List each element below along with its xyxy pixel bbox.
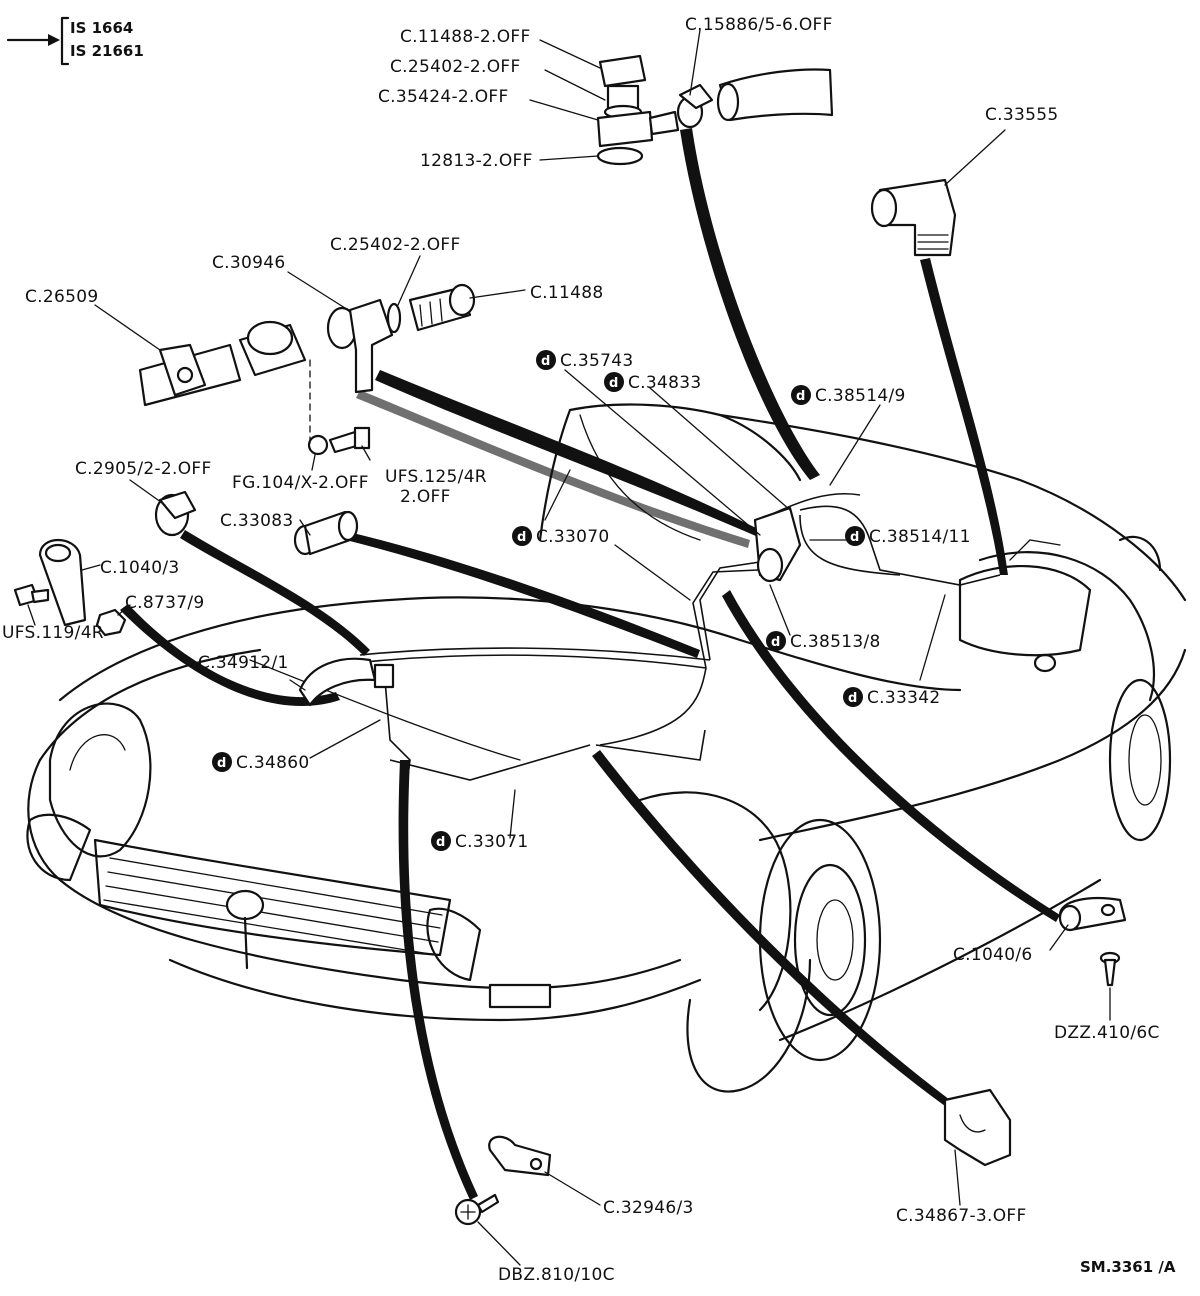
label-c15886: C.15886/5-6.OFF [685,15,833,35]
label-12813-2off: 12813-2.OFF [420,151,533,171]
retaining-clip [943,1088,1012,1167]
banjo-bolt-top [596,54,680,166]
marker-glyph: d [850,530,859,545]
marker-c33070: d [512,526,532,546]
label-ufs125-line2: 2.OFF [400,487,451,507]
label-c35743: C.35743 [560,351,633,371]
pipe-junction [298,657,395,707]
marker-glyph: d [517,530,526,545]
p-clip-left [38,539,87,627]
label-c1040-3: C.1040/3 [100,558,179,578]
screw-dzz [1099,951,1121,987]
label-fg104: FG.104/X-2.OFF [232,473,369,493]
label-c1040-6: C.1040/6 [953,945,1032,965]
label-c38514-11: C.38514/11 [869,527,971,547]
marker-glyph: d [436,835,445,850]
marker-c34860: d [212,752,232,772]
hose-clip [154,490,197,537]
pipe-clip [488,1135,552,1177]
label-c11488: C.11488 [530,283,603,303]
marker-c34833: d [604,372,624,392]
label-c34833: C.34833 [628,373,701,393]
marker-c38514-9: d [791,385,811,405]
label-c8737-9: C.8737/9 [125,593,204,613]
standard-is1664: IS 1664 [70,19,133,37]
label-dbz810: DBZ.810/10C [498,1265,615,1285]
screw-dbz [454,1193,500,1226]
marker-glyph: d [771,635,780,650]
marker-c38514-11: d [845,526,865,546]
label-c38513-8: C.38513/8 [790,632,881,652]
standards-box: IS 1664 IS 21661 [6,16,144,66]
elbow-connector [870,178,957,257]
banjo-union [326,283,476,394]
bolt-ufs119 [13,583,50,607]
leader-lines [27,29,1111,1266]
drawing-number: SM.3361 /A [1080,1258,1176,1276]
label-c32946-3: C.32946/3 [603,1198,694,1218]
marker-glyph: d [217,756,226,771]
hose-clip-top [676,83,714,129]
marker-c38513-8: d [766,631,786,651]
marker-c33071: d [431,831,451,851]
part-labels: C.11488-2.OFF C.25402-2.OFF C.35424-2.OF… [2,15,1160,1285]
flange-pipe [138,320,307,407]
label-c2905: C.2905/2-2.OFF [75,459,212,479]
car-body [26,403,1187,1093]
label-c25402-2off-mid: C.25402-2.OFF [330,235,461,255]
label-ufs119: UFS.119/4R [2,623,104,643]
marker-c33342: d [843,687,863,707]
label-c25402-2off-top: C.25402-2.OFF [390,57,521,77]
adaptor [293,510,359,556]
label-c33083: C.33083 [220,511,293,531]
label-c33555: C.33555 [985,105,1058,125]
marker-c35743: d [536,350,556,370]
marker-glyph: d [541,354,550,369]
marker-glyph: d [609,376,618,391]
label-c11488-2off: C.11488-2.OFF [400,27,531,47]
label-c34860: C.34860 [236,753,309,773]
marker-glyph: d [848,691,857,706]
label-c34867: C.34867-3.OFF [896,1206,1027,1226]
p-clip-right [1058,897,1127,932]
label-c30946: C.30946 [212,253,285,273]
label-c38514-9: C.38514/9 [815,386,906,406]
label-c33342: C.33342 [867,688,940,708]
three-way-connector [753,506,802,583]
standard-is21661: IS 21661 [70,42,144,60]
label-dzz410: DZZ.410/6C [1054,1023,1160,1043]
label-c35424-2off: C.35424-2.OFF [378,87,509,107]
label-c26509: C.26509 [25,287,98,307]
label-c33070: C.33070 [536,527,609,547]
marker-glyph: d [796,389,805,404]
brake-pipes [120,128,1060,1200]
label-ufs125-line1: UFS.125/4R [385,467,487,487]
bolt-ufs125 [328,426,371,454]
label-c34912-1: C.34912/1 [198,653,289,673]
components [13,54,1127,1226]
label-c33071: C.33071 [455,832,528,852]
